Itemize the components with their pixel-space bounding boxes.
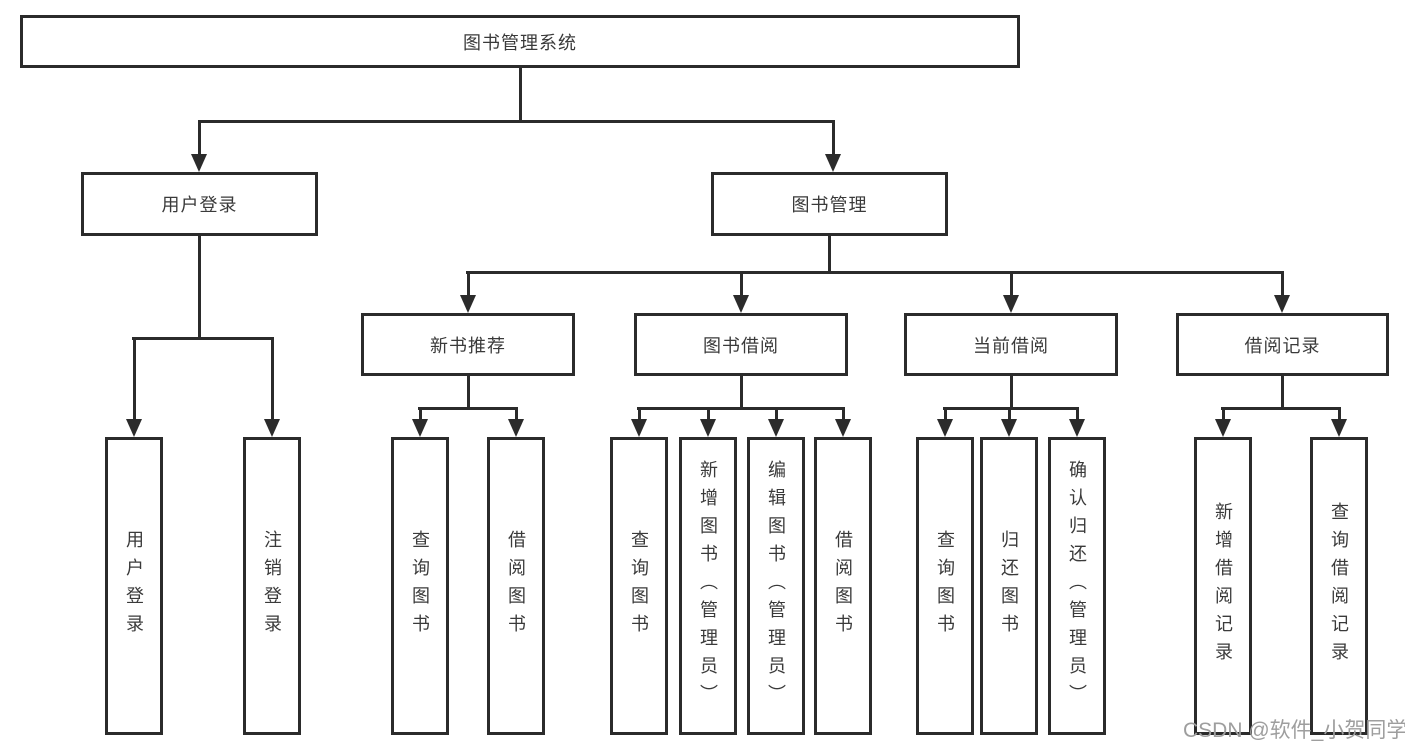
node-borrow-records-label: 借阅记录 <box>1244 335 1321 356</box>
node-new-book-recommend: 新书推荐 <box>361 313 575 376</box>
connector-line <box>943 407 1079 410</box>
arrow-down-icon <box>412 419 428 437</box>
leaf-borrow-books-2-label: 借阅图书 <box>833 530 853 642</box>
connector-line <box>707 407 710 421</box>
leaf-return-book: 归还图书 <box>980 437 1038 735</box>
connector-line <box>467 376 470 407</box>
connector-line <box>828 236 831 271</box>
connector-line <box>1010 376 1013 407</box>
leaf-query-borrow-record: 查询借阅记录 <box>1310 437 1368 735</box>
arrow-down-icon <box>937 419 953 437</box>
arrow-down-icon <box>1001 419 1017 437</box>
leaf-add-book-admin-label: 新增图书（管理员） <box>698 460 718 712</box>
leaf-borrow-books-recommend: 借阅图书 <box>487 437 545 735</box>
arrow-down-icon <box>508 419 524 437</box>
connector-line <box>1281 376 1284 407</box>
watermark: CSDN @软件_小贺同学 <box>1183 719 1405 742</box>
connector-line <box>419 407 422 421</box>
arrow-down-icon <box>1274 295 1290 313</box>
leaf-query-books-borrow: 查询图书 <box>610 437 668 735</box>
leaf-query-books-current-label: 查询图书 <box>935 530 955 642</box>
leaf-query-books-current: 查询图书 <box>916 437 974 735</box>
connector-line <box>740 271 743 297</box>
leaf-query-books-borrow-label: 查询图书 <box>629 530 649 642</box>
leaf-query-books-recommend: 查询图书 <box>391 437 449 735</box>
node-book-management: 图书管理 <box>711 172 948 236</box>
node-user-login-label: 用户登录 <box>161 195 238 215</box>
arrow-down-icon <box>768 419 784 437</box>
connector-line <box>271 337 274 421</box>
node-user-login: 用户登录 <box>81 172 318 236</box>
connector-line <box>515 407 518 421</box>
connector-line <box>740 376 743 407</box>
leaf-user-login-label: 用户登录 <box>124 530 144 642</box>
leaf-return-book-label: 归还图书 <box>999 530 1019 642</box>
connector-line <box>1281 271 1284 297</box>
node-borrow-records: 借阅记录 <box>1176 313 1389 376</box>
arrow-down-icon <box>191 154 207 172</box>
arrow-down-icon <box>126 419 142 437</box>
node-new-book-recommend-label: 新书推荐 <box>430 335 506 356</box>
leaf-query-borrow-record-label: 查询借阅记录 <box>1329 502 1349 670</box>
leaf-borrow-books-2: 借阅图书 <box>814 437 872 735</box>
arrow-down-icon <box>835 419 851 437</box>
connector-line <box>198 120 201 156</box>
node-book-borrow-label: 图书借阅 <box>703 335 779 356</box>
connector-line <box>1010 271 1013 297</box>
leaf-logout-label: 注销登录 <box>262 530 282 642</box>
arrow-down-icon <box>1069 419 1085 437</box>
arrow-down-icon <box>825 154 841 172</box>
arrow-down-icon <box>631 419 647 437</box>
connector-line <box>832 120 835 156</box>
arrow-down-icon <box>1003 295 1019 313</box>
connector-line <box>133 337 136 421</box>
arrow-down-icon <box>700 419 716 437</box>
connector-line <box>1222 407 1225 421</box>
connector-line <box>1338 407 1341 421</box>
node-current-borrow-label: 当前借阅 <box>973 335 1049 356</box>
leaf-borrow-books-recommend-label: 借阅图书 <box>506 530 526 642</box>
connector-line <box>418 407 518 410</box>
node-root-label: 图书管理系统 <box>463 32 577 53</box>
connector-line <box>842 407 845 421</box>
arrow-down-icon <box>733 295 749 313</box>
connector-line <box>944 407 947 421</box>
leaf-edit-book-admin-label: 编辑图书（管理员） <box>766 460 786 712</box>
leaf-confirm-return-admin-label: 确认归还（管理员） <box>1067 460 1087 712</box>
connector-line <box>519 68 522 120</box>
connector-line <box>1221 407 1341 410</box>
connector-line <box>198 236 201 337</box>
arrow-down-icon <box>264 419 280 437</box>
node-current-borrow: 当前借阅 <box>904 313 1118 376</box>
leaf-user-login: 用户登录 <box>105 437 163 735</box>
leaf-add-borrow-record: 新增借阅记录 <box>1194 437 1252 735</box>
node-root: 图书管理系统 <box>20 15 1020 68</box>
leaf-add-book-admin: 新增图书（管理员） <box>679 437 737 735</box>
leaf-confirm-return-admin: 确认归还（管理员） <box>1048 437 1106 735</box>
connector-line <box>637 407 845 410</box>
connector-line <box>1008 407 1011 421</box>
connector-line <box>775 407 778 421</box>
arrow-down-icon <box>460 295 476 313</box>
leaf-edit-book-admin: 编辑图书（管理员） <box>747 437 805 735</box>
node-book-management-label: 图书管理 <box>791 195 868 215</box>
node-book-borrow: 图书借阅 <box>634 313 848 376</box>
leaf-add-borrow-record-label: 新增借阅记录 <box>1213 502 1233 670</box>
leaf-query-books-recommend-label: 查询图书 <box>410 530 430 642</box>
connector-line <box>466 271 1284 274</box>
connector-line <box>467 271 470 297</box>
connector-line <box>1076 407 1079 421</box>
connector-line <box>198 120 835 123</box>
arrow-down-icon <box>1215 419 1231 437</box>
arrow-down-icon <box>1331 419 1347 437</box>
connector-line <box>638 407 641 421</box>
leaf-logout: 注销登录 <box>243 437 301 735</box>
connector-line <box>132 337 273 340</box>
